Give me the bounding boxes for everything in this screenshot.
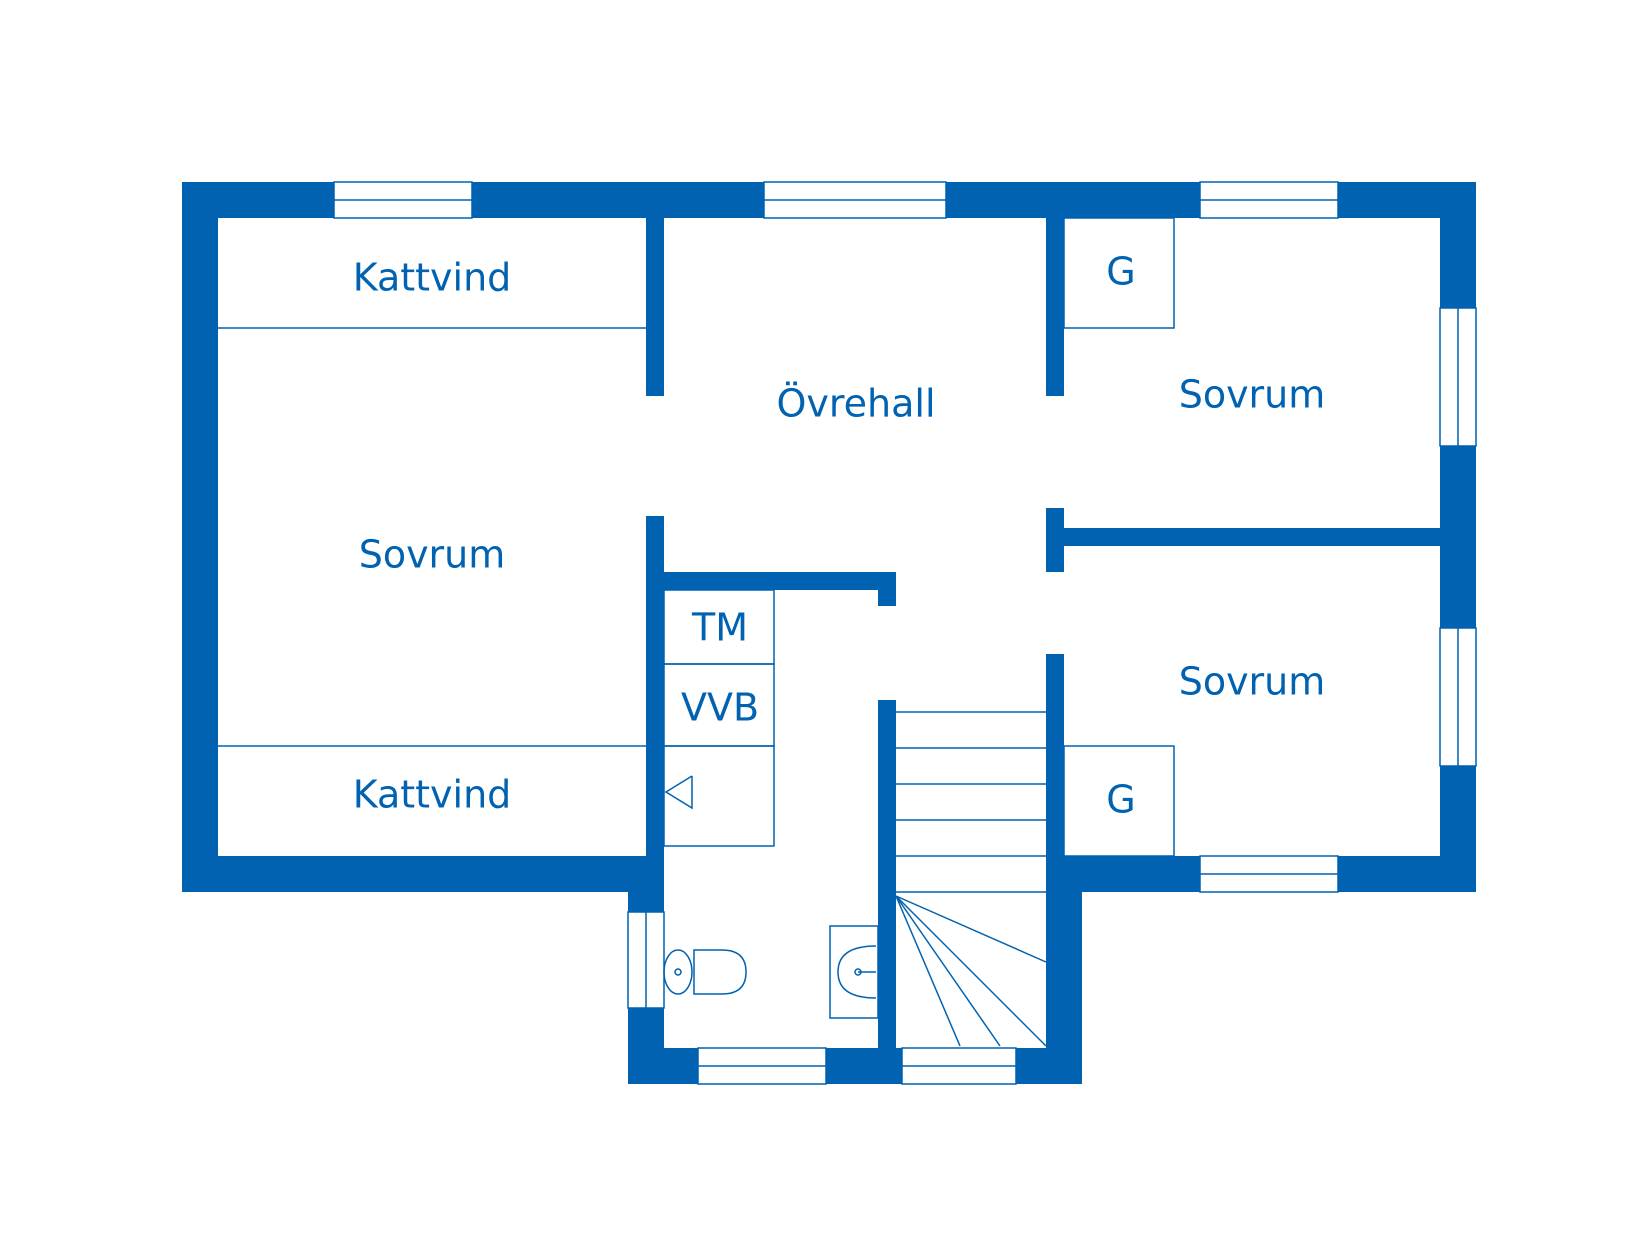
label-vvb: VVB [681,686,759,730]
window-icon [1439,627,1477,767]
closet-top [1063,217,1175,329]
window-icon [1439,307,1477,447]
room-labels: Kattvind Sovrum Kattvind Övrehall G Sovr… [353,250,1326,822]
label-tm: TM [691,606,748,650]
window-icon [333,181,473,219]
staircase-icon [895,711,1047,1047]
label-sovrum-top-right: Sovrum [1179,373,1326,417]
windows [333,181,1477,1085]
closet-bottom [1063,745,1175,857]
label-g-bottom: G [1106,778,1135,822]
label-sovrum-left: Sovrum [359,533,506,577]
exterior-walls [182,182,1476,1084]
interior-walls [646,216,1442,1050]
window-icon [763,181,947,219]
label-g-top: G [1106,250,1135,294]
triangle-icon [664,775,693,810]
label-ovrehall: Övrehall [776,382,935,426]
toilet-icon [663,949,747,995]
sink-icon [829,925,879,1019]
shower-area [663,745,775,847]
label-kattvind-bottom: Kattvind [353,773,512,817]
window-icon [1199,855,1339,893]
label-sovrum-bottom-right: Sovrum [1179,660,1326,704]
window-icon [901,1047,1017,1085]
window-icon [1199,181,1339,219]
window-icon [627,911,665,1009]
label-kattvind-top: Kattvind [353,256,512,300]
window-icon [697,1047,827,1085]
thin-lines [218,217,1175,857]
